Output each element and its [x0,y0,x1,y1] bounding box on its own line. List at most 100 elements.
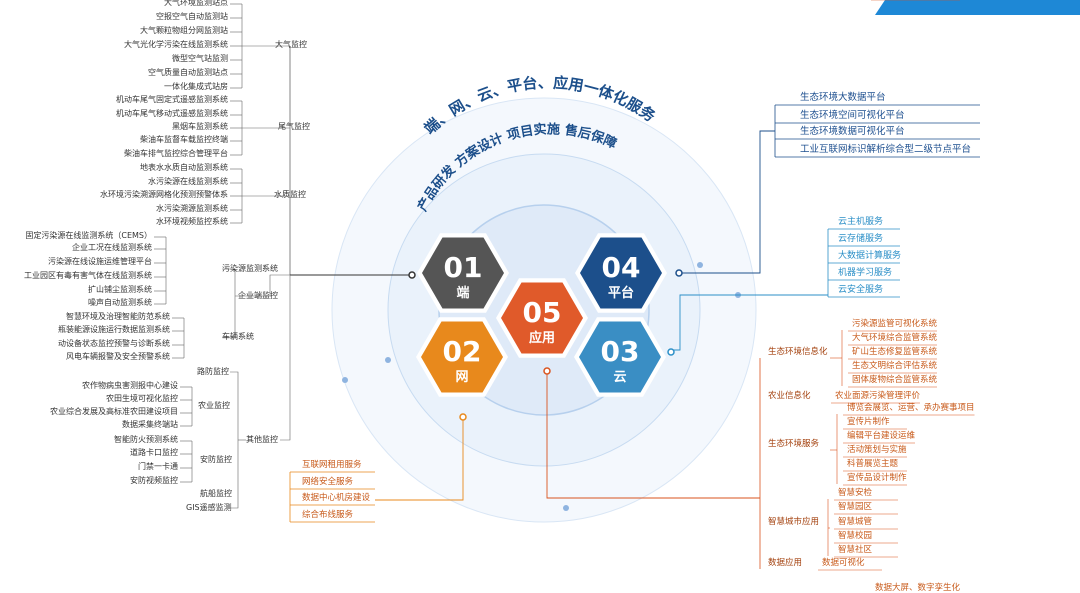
left-root: 企业端监控 [238,291,278,300]
cloud-item-0: 云主机服务 [838,217,884,227]
other-leaf-2-2: 门禁一卡通 [138,462,178,471]
hex-05-shape [501,282,583,354]
left-leaf-2-2: 水环境污染溯源网格化预测预警体系 [100,190,228,199]
other-leaf-2-0: 智能防火预测系统 [114,435,178,444]
dot-3 [342,377,348,383]
left-group-4: 车辆系统 [222,332,254,341]
other-leaf-2-1: 道路卡口监控 [130,448,178,457]
app-leaf-2-0: 博览会展览、运营、承办赛事项目 [847,403,975,413]
cloud-item-2: 大数据计算服务 [838,251,902,261]
left-leaf-2-3: 水污染溯源监测系统 [156,204,228,213]
other-leaf-1-2: 农业综合发展及高标准农田建设项目 [50,407,178,416]
network-item-0: 互联网租用服务 [302,460,362,470]
app-leaf-0-3: 生态文明综合评估系统 [852,361,938,371]
left-leaf-0-4: 微型空气站监测 [172,54,228,63]
other-leaf-1-0: 农作物病虫害测报中心建设 [82,381,178,390]
left-root-join [269,274,290,296]
app-leaf-2-1: 宣传片制作 [847,417,890,427]
app-leaf-2-2: 编辑平台建设运维 [847,431,916,441]
app-leaf-0-2: 矿山生态修复监管系统 [852,347,938,357]
app-leaf-4-0: 数据可视化 [822,558,865,568]
hex-02-shape [421,321,503,393]
other-group-1: 农业监控 [198,401,230,410]
hex-03-label: 云 [613,370,626,385]
left-leaf-3-3: 工业园区有毒有害气体在线监测系统 [24,271,152,280]
platform-dot [675,269,683,277]
left-leaf-2-1: 水污染源在线监测系统 [148,177,228,186]
app-leaf-3-0: 智慧安检 [838,488,873,498]
hex-01: 01端 [417,233,509,313]
app-group-2: 生态环境服务 [768,439,820,449]
other-leaf-1-3: 数据采集终端站 [122,420,178,429]
other-leaf-2-3: 安防视频监控 [130,476,178,485]
left-root-bracket [222,268,236,338]
app-group-4: 数据应用 [768,558,803,568]
app-group-1: 农业信息化 [768,391,811,401]
hex-04-number: 04 [602,251,641,284]
left-leaf-4-0: 智慧环境及治理智能防范系统 [66,312,170,321]
platform-item-0: 生态环境大数据平台 [800,92,886,103]
app-leaf-3-2: 智慧城管 [838,517,873,527]
app-leaf-0-4: 固体废物综合监管系统 [852,375,938,385]
app-dot [543,367,551,375]
left-leaf-1-3: 柴油车监督车载监控终端 [140,135,228,144]
cloud-connector [672,294,828,351]
corner-stripe [875,0,1080,15]
hex-03-shape [579,321,661,393]
app-leaf-0-0: 污染源监管可视化系统 [852,319,938,329]
other-leaf-1-1: 农田生境可视化监控 [106,394,178,403]
left-leaf-0-3: 大气光化学污染在线监测系统 [124,40,228,49]
dot-4 [563,505,569,511]
app-leaf-2-4: 科普展览主题 [847,459,899,469]
app-leaf-1-0: 农业面源污染管理评价 [835,391,921,401]
app-leaf-3-3: 智慧校园 [838,531,873,541]
hex-04-shape [580,237,662,309]
hex-05-label: 应用 [529,330,555,346]
hex-05-number: 05 [523,296,562,329]
dot-1 [385,357,391,363]
hex-02: 02 网 [416,317,508,397]
other-root: 其他监控 [246,435,278,444]
other-group-3: 航船监控 [200,489,232,498]
network-item-1: 网络安全服务 [302,477,354,487]
app-leaf-4-1: 数据大屏、数字孪生化 [875,583,961,593]
left-leaf-3-1: 企业工况在线监测系统 [72,243,152,252]
left-group-1: 尾气监控 [278,122,310,131]
other-group-0: 路防监控 [197,367,229,376]
cloud-item-3: 机器学习服务 [838,268,893,278]
app-leaf-3-1: 智慧园区 [838,502,873,512]
network-item-3: 综合布线服务 [302,510,354,520]
left-leaf-1-4: 柴油车排气监控综合管理平台 [124,149,228,158]
cloud-item-4: 云安全服务 [838,285,884,295]
app-connector [546,372,760,499]
hex-04-label: 平台 [608,285,634,301]
left-leaf-0-6: 一体化集成式站房 [164,82,228,91]
other-group-4: GIS遥感监测 [186,503,232,512]
left-leaf-4-2: 动设备状态监控预警与诊断系统 [58,339,170,348]
other-group-2: 安防监控 [200,455,232,464]
other-root-bracket [230,371,239,509]
left-leaf-1-2: 黑烟车监测系统 [172,122,228,131]
left-leaf-4-1: 瓶装能源设施运行数据监测系统 [58,325,170,334]
hex-02-number: 02 [443,335,482,368]
hex-02-label: 网 [455,370,468,385]
network-dot [459,413,467,421]
left-leaf-0-2: 大气颗粒物组分网监测站 [140,26,228,35]
hex-01-label: 端 [456,285,469,301]
network-item-2: 数据中心机房建设 [302,493,371,503]
app-leaf-2-3: 活动策划与实施 [847,445,907,455]
left-group-2: 水质监控 [274,190,306,199]
left-leaf-0-0: 大气环境监测站点 [164,0,228,7]
network-connector [375,418,464,501]
hex-03: 03云 [574,317,666,397]
left-leaf-3-2: 污染源在线设施运维管理平台 [48,257,152,266]
hex-01-shape [422,237,504,309]
left-leaf-3-4: 扩山铺尘监测系统 [88,285,152,294]
app-group-0: 生态环境信息化 [768,347,828,357]
platform-item-2: 生态环境数据可视化平台 [800,126,905,137]
left-leaf-0-5: 空气质量自动监测站点 [148,68,228,77]
